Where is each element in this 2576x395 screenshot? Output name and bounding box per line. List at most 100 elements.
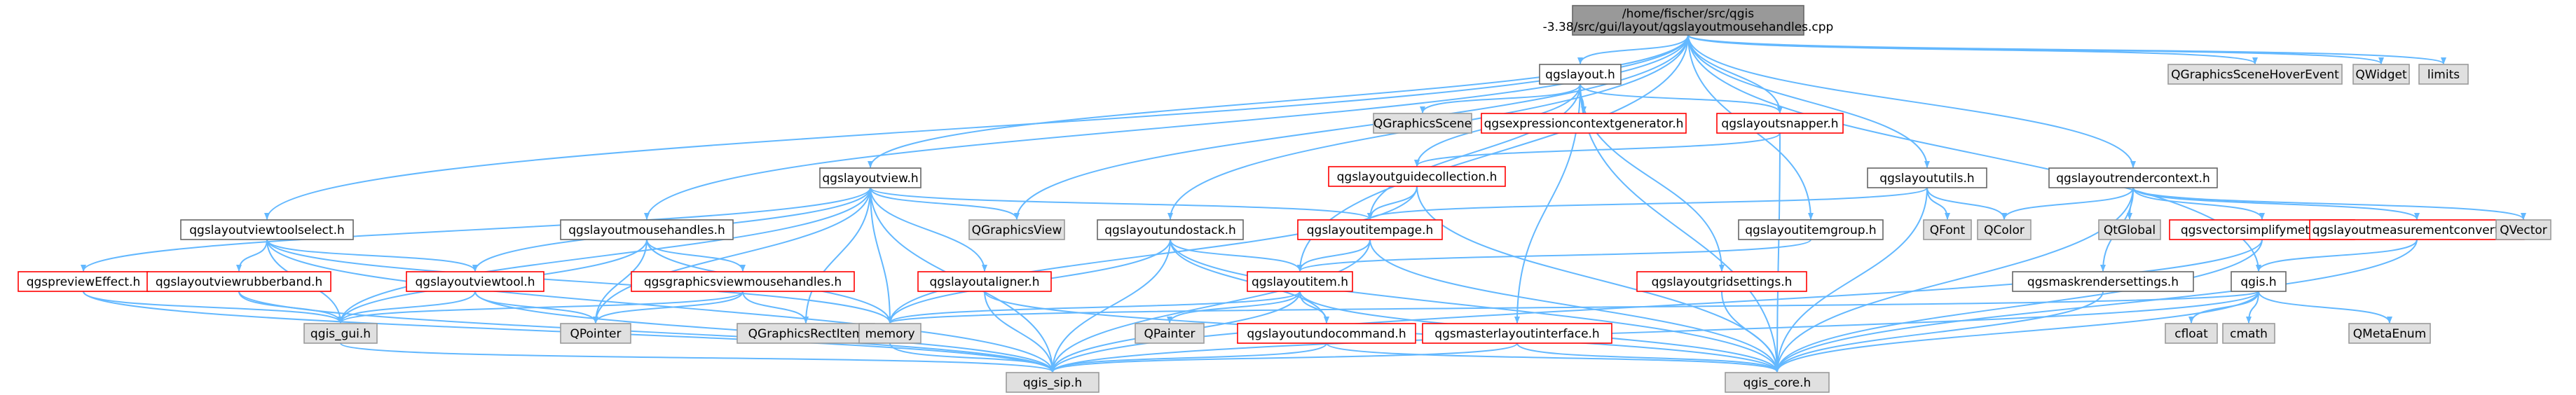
edge-qgslayoutrendercontext-to-qcolor xyxy=(2001,187,2134,220)
node-qgslayoutsnapper[interactable]: qgslayoutsnapper.h xyxy=(1716,113,1844,134)
node-qgslayoutpage[interactable]: qgslayoutitempage.h xyxy=(1297,219,1443,240)
node-qgsmasterlayoutinterface[interactable]: qgsmasterlayoutinterface.h xyxy=(1422,323,1612,344)
node-label: cmath xyxy=(2230,327,2268,341)
edge-qgslayoutviewtool-to-qgis_gui xyxy=(338,291,476,324)
edge-qgslayoututils-to-qfont xyxy=(1926,187,1950,220)
node-qgslayoutview[interactable]: qgslayoutview.h xyxy=(819,167,922,188)
edge-qgslayoutaligner-to-qgis_sip xyxy=(984,291,1055,373)
edge-qgis_h-to-cmath xyxy=(2246,291,2259,324)
node-qtglobal: QtGlobal xyxy=(2098,219,2161,240)
node-qgraphicsview: QGraphicsView xyxy=(968,219,1065,240)
node-qgsgraphicssceneHoverEvent: QGraphicsSceneHoverEvent xyxy=(2167,64,2343,85)
node-label: qgslayoutgridsettings.h xyxy=(1652,275,1793,289)
node-label: QPainter xyxy=(1144,327,1195,341)
edge-qgslayout_h-to-qgis_core xyxy=(1580,83,1780,373)
node-qgspreviewEffect[interactable]: qgspreviewEffect.h xyxy=(18,271,149,292)
edge-qgslayoutitemgroup-to-qgslayoutitem xyxy=(1297,239,1811,272)
node-qgslayoutitemgroup[interactable]: qgslayoutitemgroup.h xyxy=(1738,219,1884,240)
node-label: qgis_sip.h xyxy=(1023,376,1082,390)
edge-qgslayoutview-to-qgspreviewEffect xyxy=(81,187,871,272)
edge-qgslayoututils-to-qgslayoutpage xyxy=(1367,187,1928,220)
node-box xyxy=(1422,323,1612,344)
edge-qgslayoutview-to-qgis_gui xyxy=(338,187,871,324)
node-box xyxy=(737,323,875,344)
node-qgslayoutviewtool[interactable]: qgslayoutviewtool.h xyxy=(406,271,544,292)
edge-qgsvectorsimplifymethod-to-qgis_core xyxy=(1774,239,2263,373)
node-label: qgslayoutviewrubberband.h xyxy=(156,275,322,289)
edge-qgslayoutviewtoolselect-to-memory xyxy=(266,239,893,324)
node-label: QtGlobal xyxy=(2104,223,2156,237)
edge-qgslayoututils-to-qgis_core xyxy=(1774,187,1928,373)
node-box xyxy=(1481,113,1687,134)
node-qgsexpressioncontextgenerator[interactable]: qgsexpressioncontextgenerator.h xyxy=(1481,113,1687,134)
edge-qgis_h-to-qgis_sip xyxy=(1050,291,2259,373)
edge-qgis_gui-to-qgis_sip xyxy=(340,342,1055,373)
node-qgslayoututils[interactable]: qgslayoututils.h xyxy=(1867,167,1987,188)
node-box xyxy=(560,323,631,344)
node-qgsgraphicsviewmousehandles[interactable]: qgsgraphicsviewmousehandles.h xyxy=(631,271,855,292)
node-qgsmaskrendersettings[interactable]: qgsmaskrendersettings.h xyxy=(2012,271,2194,292)
node-label: qgsexpressioncontextgenerator.h xyxy=(1484,117,1684,131)
edge-root-to-limits xyxy=(1687,34,2446,64)
node-box xyxy=(1977,219,2032,240)
node-label: cfloat xyxy=(2174,327,2208,341)
node-box xyxy=(180,219,354,240)
node-qgslayoutviewtoolselect[interactable]: qgslayoutviewtoolselect.h xyxy=(180,219,354,240)
dependency-nodes: /home/fischer/src/qgis-3.38/src/gui/layo… xyxy=(18,5,2551,393)
node-label: qgslayout.h xyxy=(1545,68,1615,82)
node-qgslayoutguidecollection[interactable]: qgslayoutguidecollection.h xyxy=(1328,166,1506,187)
node-box xyxy=(1738,219,1884,240)
node-box xyxy=(303,323,378,344)
node-qgslayoutviewrubberband[interactable]: qgslayoutviewrubberband.h xyxy=(146,271,331,292)
node-qgslayoutitem[interactable]: qgslayoutitem.h xyxy=(1247,271,1353,292)
node-label: qgslayoutitempage.h xyxy=(1307,223,1434,237)
node-label: QGraphicsSceneHoverEvent xyxy=(2171,68,2339,82)
edge-qgsgraphicsviewmousehandles-to-qpointer xyxy=(593,291,744,324)
node-qgslayoutgridsettings[interactable]: qgslayoutgridsettings.h xyxy=(1636,271,1807,292)
node-box xyxy=(2348,323,2431,344)
edge-qgslayoutundostack-to-qgis_core xyxy=(1170,239,1780,373)
node-qgslayoutrendercontext[interactable]: qgslayoutrendercontext.h xyxy=(2048,167,2218,188)
node-qfont: QFont xyxy=(1923,219,1972,240)
node-qgslayoutmeasurementconverter[interactable]: qgslayoutmeasurementconverter.h xyxy=(2309,219,2525,240)
edge-qgslayoutview-to-qgraphicsview xyxy=(870,187,1020,220)
edge-qgslayoutview-to-qpointer xyxy=(593,187,871,324)
node-qgslayoutundostack[interactable]: qgslayoutundostack.h xyxy=(1097,219,1244,240)
node-qgraphicsrectitem: QGraphicsRectItem xyxy=(737,323,875,344)
edge-qgslayoutrendercontext-to-qgslayoutmeasurementconverter xyxy=(2132,187,2420,220)
node-label: QFont xyxy=(1930,223,1966,237)
edge-root-to-qgslayoutmousehandles_h xyxy=(644,34,1689,220)
edge-qgslayoutundostack-to-qgis_sip xyxy=(1050,239,1171,373)
edge-qgslayout_h-to-qgslayoutgridsettings xyxy=(1580,83,1725,272)
edge-root-to-qgraphicsview xyxy=(1014,34,1689,220)
node-label: qgslayoutviewtool.h xyxy=(416,275,535,289)
node-box xyxy=(1373,113,1472,134)
edge-qgsgraphicsviewmousehandles-to-qgis_gui xyxy=(338,291,744,324)
node-box xyxy=(406,271,544,292)
node-label: qgis_core.h xyxy=(1743,376,1811,390)
node-qgis_sip: qgis_sip.h xyxy=(1006,372,1099,393)
edge-qgspreviewEffect-to-qgis_gui xyxy=(83,291,343,324)
edge-qgslayoutrendercontext-to-qvector xyxy=(2132,187,2526,220)
node-qgslayout_h[interactable]: qgslayout.h xyxy=(1539,64,1622,85)
node-qgslayoutundocommand[interactable]: qgslayoutundocommand.h xyxy=(1237,323,1416,344)
node-qgslayoutmousehandles_h[interactable]: qgslayoutmousehandles.h xyxy=(560,219,734,240)
node-box xyxy=(1725,372,1830,393)
node-root[interactable]: /home/fischer/src/qgis-3.38/src/gui/layo… xyxy=(1543,5,1834,36)
node-box xyxy=(917,271,1052,292)
node-box xyxy=(2048,167,2218,188)
edge-qgsmasterlayoutinterface-to-qgis_sip xyxy=(1050,342,1518,373)
node-qgis_h[interactable]: qgis.h xyxy=(2231,271,2287,292)
node-label: qgslayoutguidecollection.h xyxy=(1337,170,1498,184)
node-box xyxy=(2418,64,2469,85)
node-box xyxy=(1923,219,1972,240)
edge-qgslayoututils-to-qcolor xyxy=(1926,187,2007,220)
edge-memory-to-qgis_sip xyxy=(889,342,1055,373)
node-qvector: QVector xyxy=(2495,219,2551,240)
node-box xyxy=(1539,64,1622,85)
node-box xyxy=(146,271,331,292)
node-label: QMetaEnum xyxy=(2353,327,2426,341)
node-box xyxy=(1135,323,1205,344)
node-qgslayoutaligner[interactable]: qgslayoutaligner.h xyxy=(917,271,1052,292)
node-box xyxy=(1237,323,1416,344)
